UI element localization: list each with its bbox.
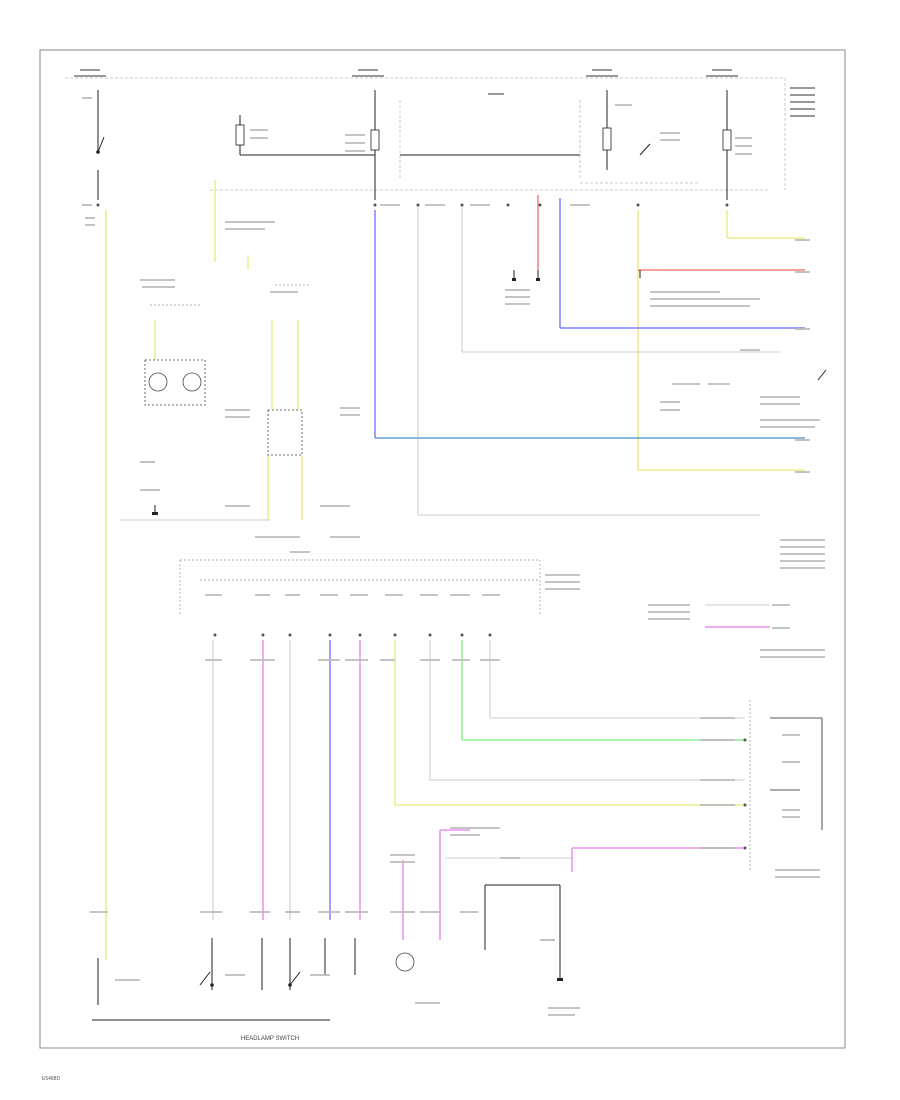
violet-wires <box>329 198 805 920</box>
switch-symbols <box>96 136 827 987</box>
illegible-labels <box>82 97 825 1016</box>
pink-wires <box>262 626 770 940</box>
fuse-headers <box>74 69 815 117</box>
connector-dots <box>96 203 747 850</box>
right-device-box <box>770 717 823 830</box>
gray-wires <box>120 205 780 920</box>
green-wire <box>461 640 745 741</box>
fuse-elements <box>235 124 732 151</box>
diagram-code-label: E5468D <box>42 1076 60 1082</box>
lamp-symbols <box>148 372 415 972</box>
relay-module <box>144 359 303 456</box>
dashed-connectors <box>150 284 751 870</box>
headlamp-switch-label: HEADLAMP SWITCH <box>241 1036 299 1042</box>
yellow-wires <box>105 180 805 960</box>
black-wires <box>92 90 728 1021</box>
diagram-frame <box>39 49 846 1049</box>
ground-symbols <box>154 270 641 978</box>
red-wires <box>537 195 805 271</box>
fuse-box-outline <box>210 78 786 191</box>
ground-dots <box>152 278 563 981</box>
